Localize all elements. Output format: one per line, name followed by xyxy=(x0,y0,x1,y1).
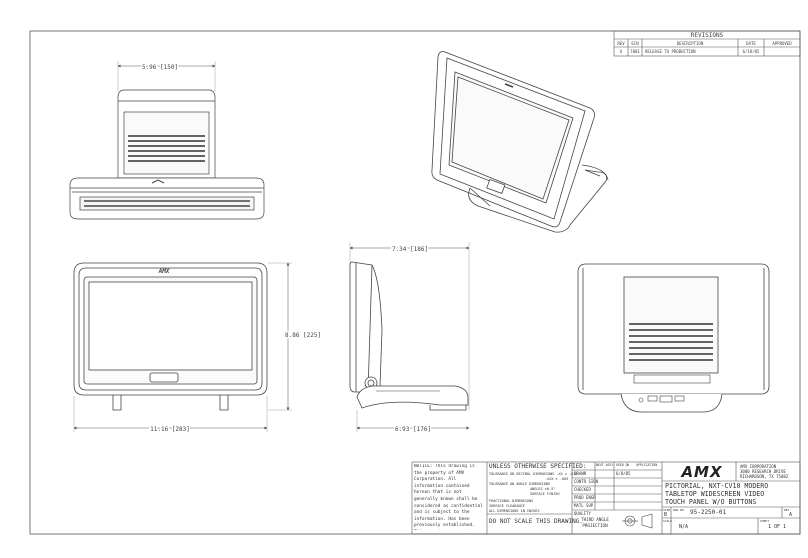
rev-row-date: 6/18/05 xyxy=(743,49,760,54)
tolerance-line-5: SURFACE FINISH xyxy=(530,492,560,496)
rev-header-date: DATE xyxy=(746,41,756,46)
title-block-frame xyxy=(411,461,801,535)
scale-value: N/A xyxy=(679,524,689,530)
dim-side-height: 7.34 [186] xyxy=(392,246,428,253)
dwg-no-label: DWG NO xyxy=(673,508,684,512)
sign-head-application: APPLICATION xyxy=(636,463,658,467)
sheet-value: 1 OF 1 xyxy=(768,524,787,530)
rear-view xyxy=(577,263,770,413)
rev-row-rev: A xyxy=(620,49,623,54)
company-name: AMX CORPORATION xyxy=(740,464,777,469)
revisions-table xyxy=(613,30,801,57)
scale-label: SCALE xyxy=(663,519,673,523)
drawing-title-line-2: TABLETOP WIDESCREEN VIDEO xyxy=(665,490,765,498)
sign-head-next-assy: NEXT ASSY xyxy=(596,463,614,467)
top-view xyxy=(69,61,265,220)
size-value: B xyxy=(664,512,668,518)
third-angle-label: THIRD ANGLE PROJECTION xyxy=(581,517,609,528)
front-view xyxy=(73,262,292,432)
unless-specified: UNLESS OTHERWISE SPECIFIED: xyxy=(489,463,587,470)
tolerance-line-8: ALL DIMENSIONS IN INCHES xyxy=(489,509,540,513)
company-address: 3000 RESEARCH DRIVE xyxy=(740,469,786,474)
third-angle-symbol xyxy=(622,513,653,529)
rev-header-ecn: ECN xyxy=(631,41,639,46)
rev-header-approved: APPROVED xyxy=(772,41,792,46)
dim-side-depth: 6.93 [176] xyxy=(395,426,431,433)
revisions-title: REVISIONS xyxy=(691,32,724,39)
sheet-label: SHEET xyxy=(760,519,770,523)
rev-value: A xyxy=(789,512,793,518)
amx-logo: AMX xyxy=(681,463,723,481)
company-city: RICHARDSON, TX 75082 xyxy=(740,474,789,479)
drawing-title-line-1: PICTORIAL, NXT-CV10 MODERO xyxy=(665,482,769,490)
rev-label: REV xyxy=(784,508,790,512)
sign-head-used-on: USED ON xyxy=(616,463,630,467)
side-view xyxy=(349,242,470,432)
tolerance-line-6: FRACTIONAL DIMENSIONS xyxy=(489,499,534,503)
tolerance-line-3: TOLERANCE ON ANGLE DIMENSIONS xyxy=(489,482,551,486)
drawing-title-line-3: TOUCH PANEL W/O BUTTONS xyxy=(665,498,757,506)
sign-date: 6/8/05 xyxy=(616,471,631,476)
sign-label-drawn: DRAWN xyxy=(574,471,587,476)
rev-header-rev: REV xyxy=(617,41,625,46)
rev-row-description: RELEASE TO PRODUCTION xyxy=(645,49,696,54)
sign-label-quality: QUALITY xyxy=(574,511,591,516)
tolerance-line-1: TOLERANCE ON DECIMAL DIMENSIONS .XX ± .0… xyxy=(489,472,578,476)
rev-row-ecn: 7001 xyxy=(630,49,640,54)
no-scale-note: DO NOT SCALE THIS DRAWING. xyxy=(489,518,583,525)
sign-label-matl-sup: MATL SUP xyxy=(574,503,594,508)
dim-front-width: 11.16 [283] xyxy=(150,426,190,433)
size-label: SIZE xyxy=(663,508,671,512)
tolerance-line-7: SURFACE CLEARANCE xyxy=(489,504,525,508)
sign-label-checked: CHECKED xyxy=(574,487,591,492)
rev-header-description: DESCRIPTION xyxy=(677,41,704,46)
sign-label-prod-engr: PROD ENGR xyxy=(574,495,596,500)
tolerance-line-2: .XXX ± .005 xyxy=(545,477,569,481)
front-logo: AMX xyxy=(158,268,170,275)
dim-top-width: 5.96 [150] xyxy=(142,64,178,71)
isometric-view xyxy=(431,51,609,233)
tolerance-line-4: ANGLES ±0.5° xyxy=(530,487,556,491)
dim-front-height: 8.86 [225] xyxy=(285,332,321,339)
notice-text: NOTICE: This drawing is the property of … xyxy=(414,464,483,530)
dwg-no-value: 95-2250-01 xyxy=(690,509,727,516)
sign-label-contr-sign: CONTR SIGN xyxy=(574,479,599,484)
